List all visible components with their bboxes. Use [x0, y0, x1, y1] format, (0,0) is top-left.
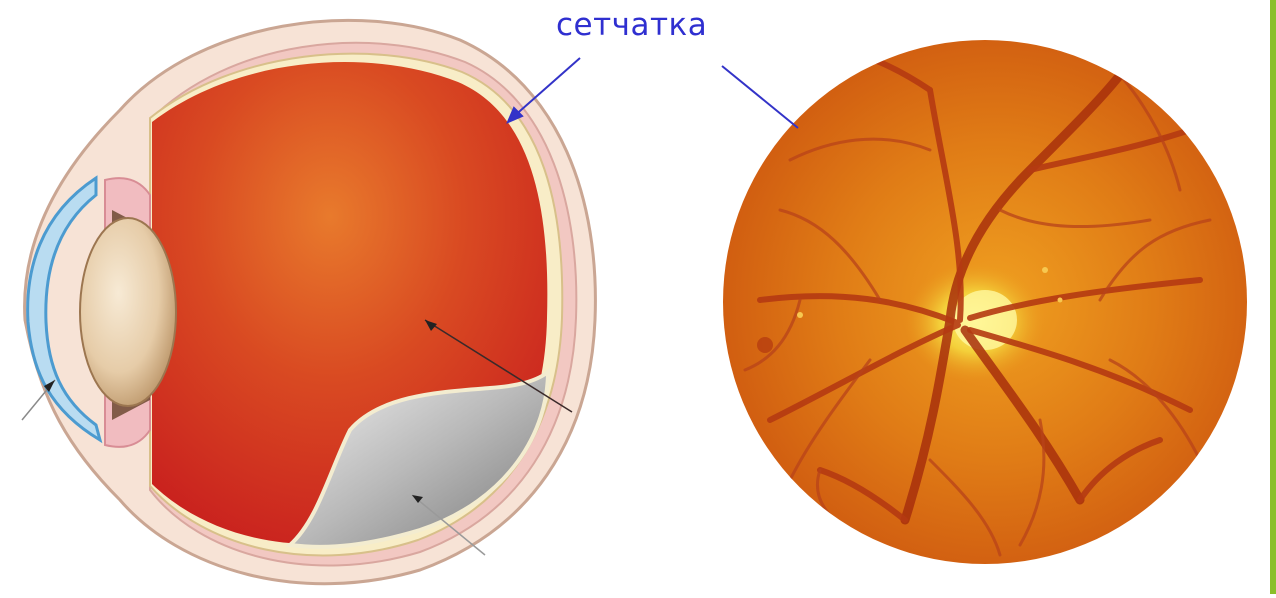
retina-pointers	[508, 58, 798, 128]
retina-label: сетчатка	[556, 10, 707, 41]
lens	[80, 218, 176, 406]
fundus-photo	[723, 40, 1247, 564]
right-border	[1270, 0, 1276, 594]
eye-cross-section	[22, 20, 595, 583]
